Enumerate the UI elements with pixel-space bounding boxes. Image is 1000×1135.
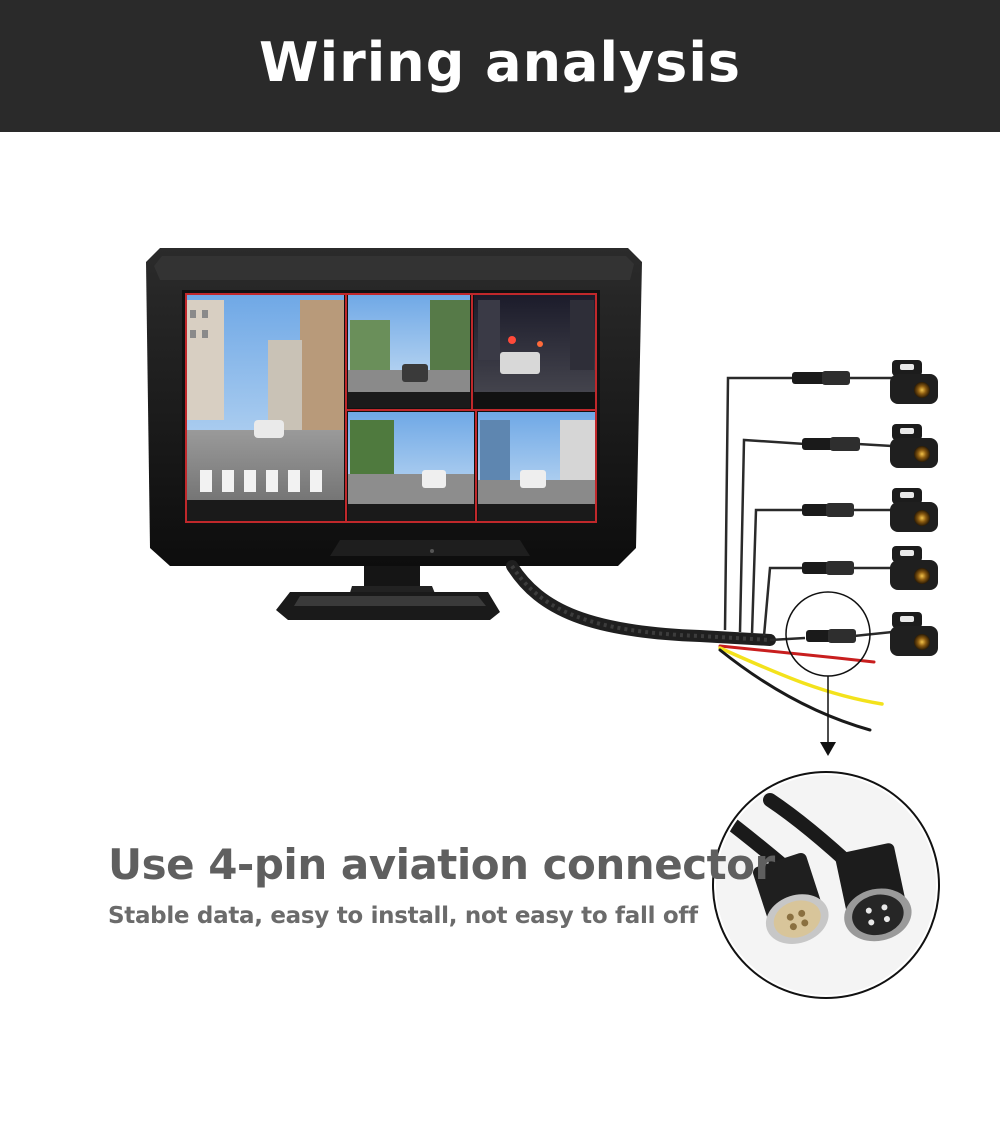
connector-closeup	[712, 771, 940, 999]
caption-title: Use 4-pin aviation connector	[108, 840, 775, 889]
monitor-icon	[146, 248, 642, 620]
screen-pane-3	[474, 294, 596, 408]
screen-pane-4	[348, 412, 474, 522]
zoom-callout	[785, 591, 871, 742]
camera-wires	[723, 376, 893, 642]
power-wires	[718, 644, 884, 732]
page-title: Wiring analysis	[259, 30, 741, 94]
arrow-down-icon	[820, 742, 836, 756]
caption-subtitle: Stable data, easy to install, not easy t…	[108, 903, 698, 929]
screen-pane-2	[348, 294, 470, 408]
main-cable	[506, 560, 776, 646]
camera-icon	[890, 360, 938, 656]
header-banner: Wiring analysis	[0, 0, 1000, 132]
caption-block: Use 4-pin aviation connector Stable data…	[108, 840, 775, 929]
screen-pane-1	[186, 294, 344, 522]
aviation-connector-icon	[792, 371, 860, 643]
screen-pane-5	[478, 412, 596, 522]
